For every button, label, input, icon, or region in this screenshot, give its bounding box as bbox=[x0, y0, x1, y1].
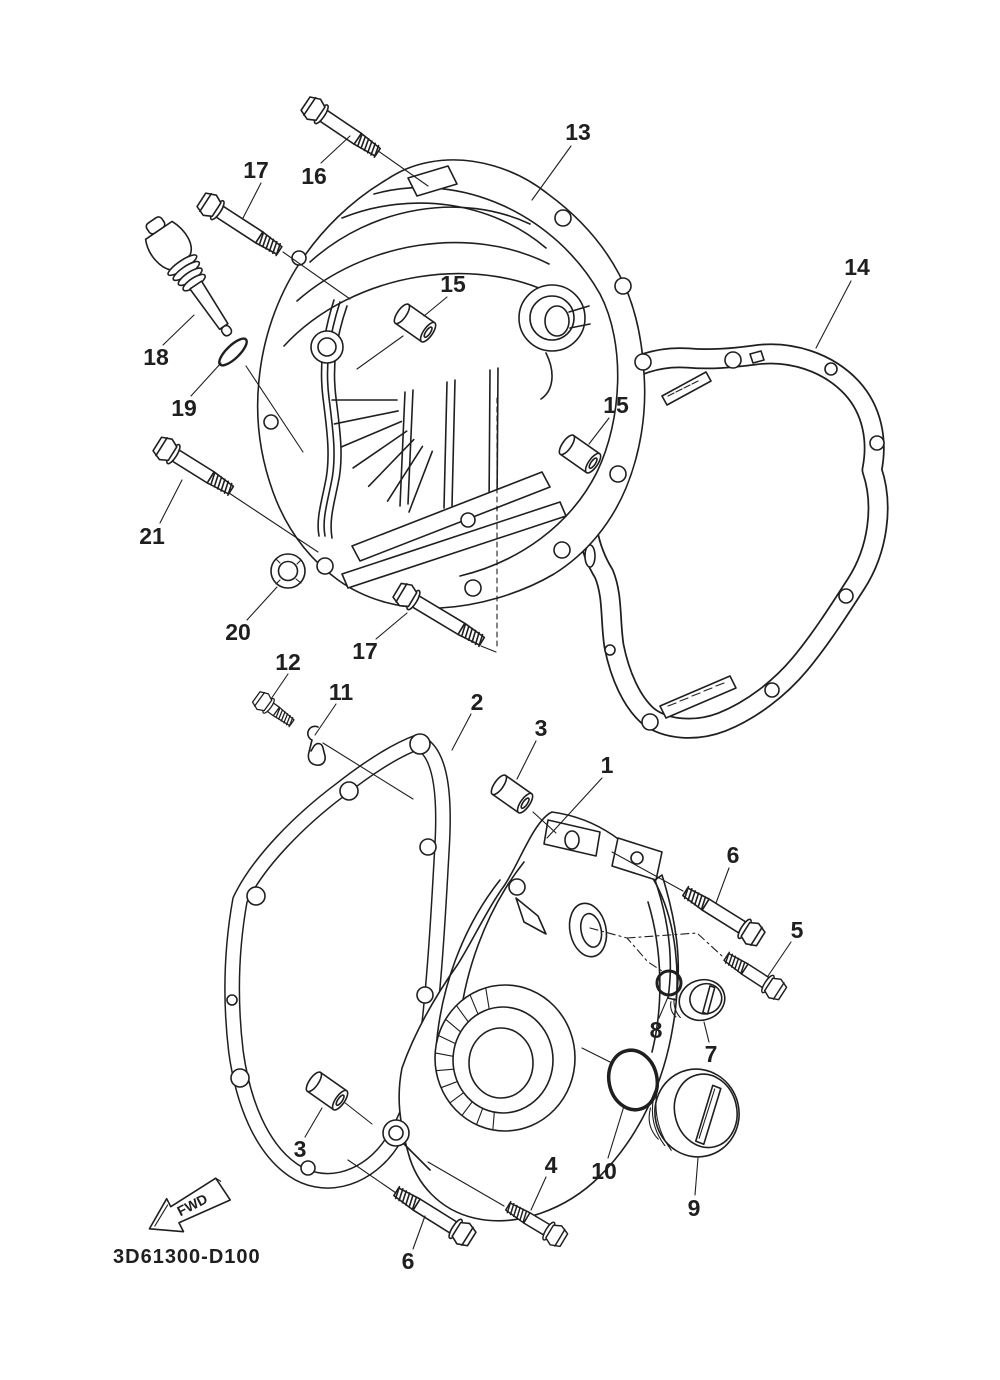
part-number-label: 4 bbox=[545, 1152, 558, 1178]
leader-line bbox=[546, 777, 603, 839]
hex-flange-bolt bbox=[300, 96, 382, 159]
hex-flange-bolt bbox=[682, 885, 766, 947]
part-number-label: 17 bbox=[352, 638, 378, 664]
hex-flange-bolt bbox=[392, 582, 486, 648]
part-number-label: 12 bbox=[275, 649, 301, 675]
projection-line bbox=[532, 811, 557, 834]
leader-line bbox=[375, 612, 408, 640]
hex-flange-bolt bbox=[152, 436, 235, 497]
projection-lines bbox=[228, 147, 684, 1207]
projection-line bbox=[373, 147, 429, 187]
part-number-label: 6 bbox=[727, 842, 740, 868]
oil-dipstick bbox=[144, 216, 233, 337]
leader-line bbox=[588, 417, 610, 445]
oil-seal bbox=[270, 553, 306, 589]
spacer-collar bbox=[490, 774, 534, 814]
projection-line bbox=[427, 1161, 505, 1207]
projection-line bbox=[245, 365, 304, 453]
leader-line bbox=[242, 182, 262, 219]
part-number-label: 18 bbox=[143, 344, 169, 370]
part-number-label: 10 bbox=[591, 1158, 617, 1184]
leader-line bbox=[451, 713, 472, 751]
wire-clip bbox=[307, 725, 326, 766]
part-number-label: 1 bbox=[601, 752, 614, 778]
part-number-label: 8 bbox=[650, 1017, 663, 1043]
part-number-label: 13 bbox=[565, 119, 591, 145]
part-number-label: 11 bbox=[329, 679, 354, 705]
part-number-label: 5 bbox=[791, 917, 804, 943]
leader-line bbox=[531, 145, 572, 201]
part-number-label: 9 bbox=[688, 1195, 701, 1221]
part-number-label: 21 bbox=[139, 523, 165, 549]
part-number-label: 3 bbox=[294, 1136, 307, 1162]
part-number-label: 15 bbox=[603, 392, 629, 418]
crankcase-cover-1 bbox=[256, 159, 652, 610]
leader-line bbox=[530, 1176, 547, 1211]
leader-line bbox=[159, 479, 183, 524]
fwd-direction-arrow: FWD bbox=[148, 1177, 231, 1233]
leader-line bbox=[715, 867, 730, 904]
leader-line bbox=[304, 1107, 323, 1138]
part-number-label: 7 bbox=[705, 1041, 718, 1067]
part-number-label: 3 bbox=[535, 715, 548, 741]
leader-line bbox=[423, 296, 448, 317]
spacer-collar bbox=[305, 1071, 349, 1111]
timing-plug bbox=[670, 978, 726, 1022]
leader-line bbox=[246, 586, 278, 621]
part-number-label: 16 bbox=[301, 163, 327, 189]
leader-line bbox=[270, 673, 289, 700]
thread-hatching bbox=[434, 987, 495, 1131]
hex-flange-bolt bbox=[251, 691, 295, 728]
diagram-code: 3D61300-D100 bbox=[113, 1246, 261, 1268]
part-number-label: 2 bbox=[471, 689, 484, 715]
oring-plug-large bbox=[606, 1048, 660, 1112]
stator-cover bbox=[382, 811, 680, 1222]
part-number-label: 17 bbox=[243, 157, 269, 183]
rotor-plug bbox=[648, 1068, 740, 1158]
leader-line bbox=[694, 1157, 699, 1196]
part-number-label: 20 bbox=[225, 619, 251, 645]
leader-line bbox=[703, 1021, 710, 1043]
leader-line bbox=[190, 362, 222, 397]
hex-flange-bolt bbox=[723, 951, 788, 1001]
leader-line bbox=[658, 996, 669, 1019]
leader-line bbox=[320, 135, 351, 164]
oring-plug-small bbox=[655, 969, 683, 997]
part-number-label: 19 bbox=[171, 395, 197, 421]
leader-line bbox=[607, 1105, 625, 1159]
leader-line bbox=[815, 280, 852, 349]
projection-line bbox=[480, 645, 497, 653]
axis-line-oring bbox=[589, 927, 663, 972]
projection-line bbox=[347, 1159, 397, 1194]
leader-line bbox=[412, 1215, 426, 1250]
gasket-stator-cover bbox=[224, 733, 451, 1189]
hex-flange-bolt bbox=[393, 1185, 477, 1247]
spacer-collar bbox=[558, 434, 602, 474]
spacer-collar bbox=[393, 303, 437, 343]
hex-flange-bolt bbox=[504, 1200, 569, 1248]
projection-line bbox=[228, 492, 319, 553]
part-number-label: 6 bbox=[402, 1248, 415, 1274]
projection-line bbox=[282, 251, 351, 300]
hex-flange-bolt bbox=[196, 192, 283, 257]
projection-line bbox=[611, 851, 684, 892]
axis-line-bolt bbox=[626, 932, 723, 957]
leader-line bbox=[162, 314, 195, 346]
projection-line bbox=[356, 335, 404, 370]
leader-line bbox=[516, 740, 537, 780]
projection-line bbox=[322, 742, 414, 800]
part-number-label: 14 bbox=[844, 254, 870, 280]
leader-line bbox=[767, 941, 792, 977]
projection-line bbox=[343, 1101, 373, 1125]
projection-line bbox=[581, 1047, 613, 1064]
part-number-label: 15 bbox=[440, 271, 466, 297]
leader-line bbox=[314, 703, 337, 736]
stator-ribs bbox=[331, 399, 434, 513]
